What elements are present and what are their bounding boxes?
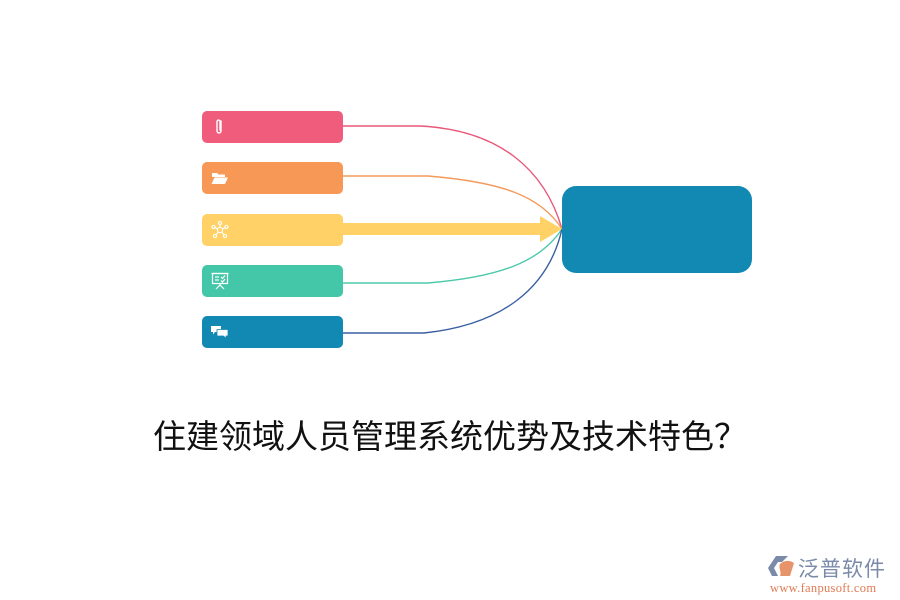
logo-brand-text: 泛普软件 bbox=[798, 557, 886, 581]
connector-folder bbox=[343, 175, 563, 230]
node-presentation bbox=[202, 265, 343, 297]
logo-mark-icon bbox=[768, 556, 794, 576]
node-paperclip bbox=[202, 111, 343, 143]
brand-logo: 泛普软件 www.fanpusoft.com bbox=[768, 553, 896, 597]
hub-node bbox=[562, 186, 752, 273]
main-arrow bbox=[343, 216, 562, 242]
connector-presentation bbox=[343, 228, 563, 284]
connector-paperclip bbox=[343, 125, 563, 230]
paperclip-icon bbox=[216, 119, 222, 134]
node-folder bbox=[202, 162, 343, 194]
node-chat bbox=[202, 316, 343, 348]
page-title: 住建领域人员管理系统优势及技术特色？ bbox=[153, 417, 747, 456]
logo-url-text: www.fanpusoft.com bbox=[770, 581, 877, 595]
node-network bbox=[202, 214, 343, 246]
chat-bubbles-icon bbox=[211, 326, 229, 340]
presentation-board-icon bbox=[211, 272, 229, 290]
folder-open-icon bbox=[211, 173, 228, 184]
connector-chat bbox=[343, 228, 563, 334]
network-icon bbox=[211, 220, 229, 239]
